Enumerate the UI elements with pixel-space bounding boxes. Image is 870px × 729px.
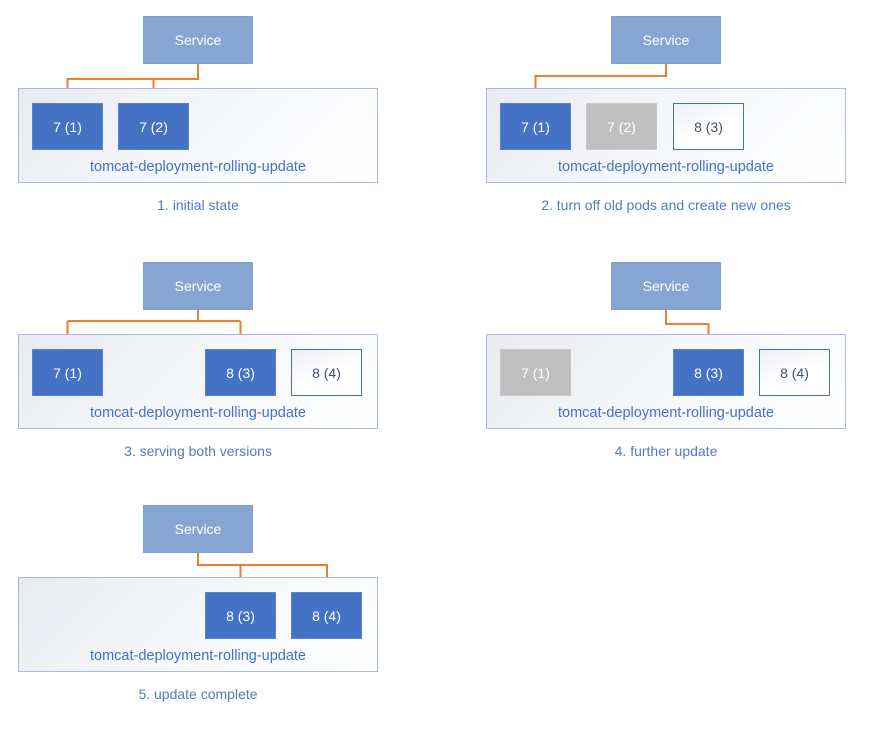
service-node: Service: [143, 16, 253, 64]
pod-label: 7 (2): [139, 118, 168, 135]
pod-node: 8 (4): [291, 349, 362, 396]
pod-label: 8 (4): [780, 364, 809, 381]
panel-initial-state: Service 7 (1) 7 (2) tomcat-deployment-ro…: [0, 0, 435, 240]
pod-node: 8 (3): [673, 349, 744, 396]
service-label: Service: [174, 521, 222, 537]
pod-label: 7 (1): [53, 118, 82, 135]
pod-label: 8 (4): [312, 364, 341, 381]
pod-node: 7 (1): [32, 349, 103, 396]
panel-caption: 4. further update: [614, 443, 718, 459]
service-node: Service: [143, 262, 253, 310]
pod-node: 8 (4): [759, 349, 830, 396]
pod-node: 7 (1): [32, 103, 103, 150]
pod-label: 7 (1): [53, 364, 82, 381]
deployment-label: tomcat-deployment-rolling-update: [90, 648, 306, 664]
deployment-label: tomcat-deployment-rolling-update: [558, 405, 774, 421]
pod-label: 7 (1): [521, 364, 550, 381]
panel-serving-both-versions: Service 7 (1) 8 (3) 8 (4) tomcat-deploym…: [0, 240, 435, 480]
pod-label: 8 (4): [312, 607, 341, 624]
panel-caption: 5. update complete: [138, 686, 258, 702]
panel-caption: 2. turn off old pods and create new ones: [541, 197, 791, 213]
panel-caption: 3. serving both versions: [124, 443, 272, 459]
pod-label: 8 (3): [226, 607, 255, 624]
deployment-box: [486, 88, 846, 183]
pod-node: 7 (1): [500, 103, 571, 150]
pod-node: 7 (2): [118, 103, 189, 150]
service-label: Service: [642, 32, 690, 48]
service-node: Service: [611, 262, 721, 310]
pod-node: 8 (3): [673, 103, 744, 150]
service-node: Service: [143, 505, 253, 553]
deployment-label: tomcat-deployment-rolling-update: [90, 159, 306, 175]
pod-label: 8 (3): [694, 118, 723, 135]
pod-label: 7 (1): [521, 118, 550, 135]
service-label: Service: [174, 32, 222, 48]
service-node: Service: [611, 16, 721, 64]
pod-node: 8 (3): [205, 349, 276, 396]
panel-update-complete: Service 8 (3) 8 (4) tomcat-deployment-ro…: [0, 480, 435, 720]
service-label: Service: [174, 278, 222, 294]
pod-label: 7 (2): [607, 118, 636, 135]
pod-label: 8 (3): [226, 364, 255, 381]
panel-further-update: Service 7 (1) 8 (3) 8 (4) tomcat-deploym…: [435, 240, 870, 480]
pod-node: 7 (1): [500, 349, 571, 396]
pod-node: 8 (4): [291, 592, 362, 639]
deployment-label: tomcat-deployment-rolling-update: [558, 159, 774, 175]
panel-caption: 1. initial state: [157, 197, 239, 213]
service-label: Service: [642, 278, 690, 294]
panel-turn-off-old-pods: Service 7 (1) 7 (2) 8 (3) tomcat-deploym…: [435, 0, 870, 240]
deployment-label: tomcat-deployment-rolling-update: [90, 405, 306, 421]
pod-label: 8 (3): [694, 364, 723, 381]
pod-node: 8 (3): [205, 592, 276, 639]
pod-node: 7 (2): [586, 103, 657, 150]
